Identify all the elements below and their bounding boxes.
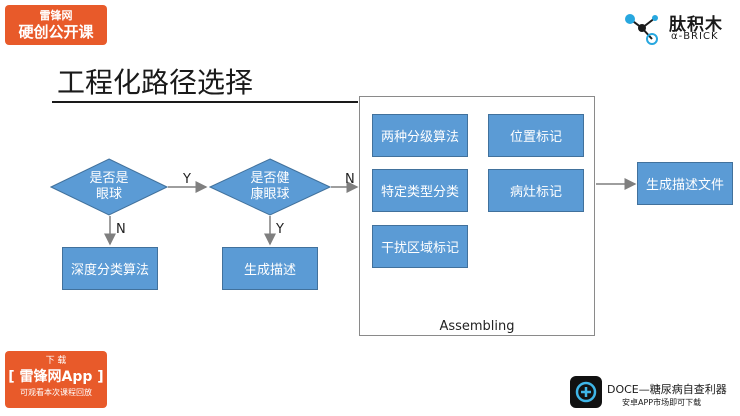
brand-badge-line1: 雷锋网 <box>39 9 73 22</box>
title-underline <box>52 101 358 103</box>
molecule-icon <box>625 14 658 45</box>
download-badge-line2: [ 雷锋网App ] <box>8 369 104 385</box>
decision-is-eyeball-text: 是否是眼球 <box>89 171 129 202</box>
decision-is-healthy-eye-text: 是否健康眼球 <box>250 171 290 202</box>
slide-title: 工程化路径选择 <box>57 66 254 99</box>
edge-label-yes-1: Y <box>183 172 191 187</box>
download-badge-line1: 下 载 <box>45 356 67 366</box>
module-location-marking: 位置标记 <box>488 114 584 157</box>
logo-text-cn: 肽积木 <box>669 15 723 35</box>
module-interference-region-marking: 干扰区域标记 <box>372 225 468 268</box>
module-two-grading-algorithms: 两种分级算法 <box>372 114 468 157</box>
edge-label-no-1: N <box>116 222 126 237</box>
download-app-badge[interactable]: 下 载 [ 雷锋网App ] 可观看本次课程回放 <box>5 351 107 408</box>
brand-badge-line2: 硬创公开课 <box>18 23 94 41</box>
doce-app-icon <box>570 376 602 408</box>
decision-is-healthy-eye: 是否健康眼球 <box>209 158 331 216</box>
process-generate-description: 生成描述 <box>222 247 318 290</box>
logo-text-en: α-BRICK <box>671 31 719 42</box>
brand-badge: 雷锋网 硬创公开课 <box>5 5 107 45</box>
company-logo: 肽积木 α-BRICK <box>622 8 734 48</box>
edge-label-no-2: N <box>345 172 355 187</box>
decision-is-eyeball: 是否是眼球 <box>50 158 168 216</box>
module-specific-type-classification: 特定类型分类 <box>372 169 468 212</box>
download-badge-line3: 可观看本次课程回放 <box>20 388 92 397</box>
output-description-file: 生成描述文件 <box>637 162 733 205</box>
app-name: DOCE—糖尿病自查利器 <box>607 383 727 396</box>
module-lesion-marking: 病灶标记 <box>488 169 584 212</box>
edge-label-yes-2: Y <box>276 222 284 237</box>
assembling-label: Assembling <box>439 319 515 334</box>
app-subtitle: 安卓APP市场即可下载 <box>622 398 702 407</box>
process-deep-classification: 深度分类算法 <box>62 247 158 290</box>
